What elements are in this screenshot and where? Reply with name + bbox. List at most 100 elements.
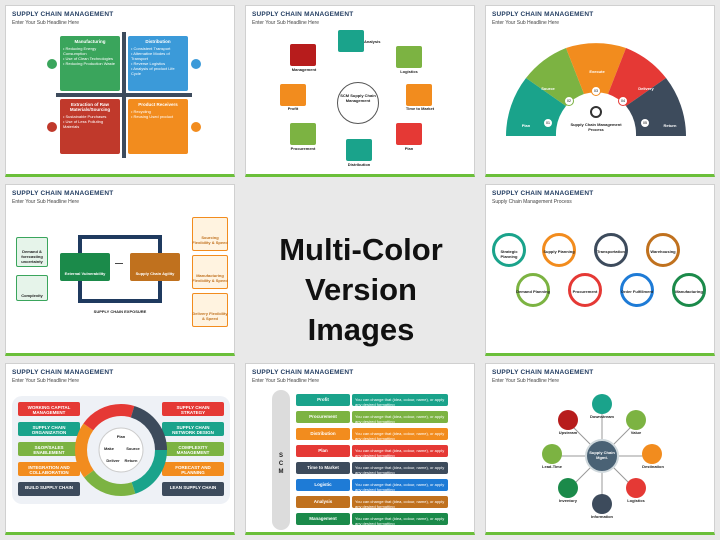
right-item-label: SUPPLY CHAIN NETWORK DESIGN <box>172 425 214 435</box>
quadrant-items: • Reducing Energy Consumption • Use of C… <box>63 46 115 66</box>
step-badge: 02 <box>564 96 574 106</box>
node-analysis <box>338 30 364 52</box>
wheel <box>75 404 167 496</box>
node-lead-time <box>542 444 562 464</box>
node-label: Downstream <box>589 414 614 419</box>
box-agility-label: Supply Chain Agility <box>135 271 175 276</box>
list-desc-text: You can change that (idea, colour, name)… <box>355 397 445 407</box>
scm-center-circle <box>337 82 379 124</box>
circle-demand-planning <box>516 273 550 307</box>
truck-icon <box>190 58 202 70</box>
list-desc: You can change that (idea, colour, name)… <box>352 496 448 509</box>
slide-subtitle: Enter Your Sub Headline Here <box>252 20 319 26</box>
step-label: Source <box>541 86 555 91</box>
slide-title: SUPPLY CHAIN MANAGEMENT <box>492 190 594 197</box>
step-label: Return <box>663 123 677 128</box>
slide-title: SUPPLY CHAIN MANAGEMENT <box>492 11 594 18</box>
list-row-label: Logistic <box>314 482 332 487</box>
slide-exposure[interactable]: SUPPLY CHAIN MANAGEMENT Enter Your Sub H… <box>5 184 235 356</box>
node-label: Analysis <box>364 39 381 44</box>
right-item: FORECAST AND PLANNING <box>162 462 224 476</box>
list-row: Logistic <box>296 479 350 491</box>
list-desc: You can change that (idea, colour, name)… <box>352 462 448 475</box>
slide-title: SUPPLY CHAIN MANAGEMENT <box>12 369 114 376</box>
slide-subtitle: Enter Your Sub Headline Here <box>492 378 559 384</box>
circle-label: Demand Planning <box>516 289 550 294</box>
node-procurement <box>290 123 316 145</box>
left-item-label: INTEGRATION AND COLLABORATION <box>28 465 70 475</box>
quadrant-title: Manufacturing <box>74 39 106 44</box>
pillar-letter: C <box>278 461 284 467</box>
node-label: Distribution <box>347 162 371 167</box>
list-desc-text: You can change that (idea, colour, name)… <box>355 482 445 492</box>
wheel-center-label: Make <box>103 446 114 451</box>
node-management <box>290 44 316 66</box>
list-row-label: Management <box>309 516 337 521</box>
step-label: Delivery <box>638 86 654 91</box>
box-delivery <box>192 293 228 327</box>
list-desc-text: You can change that (idea, colour, name)… <box>355 465 445 475</box>
slide-scm-nodes[interactable]: SUPPLY CHAIN MANAGEMENT Enter Your Sub H… <box>245 5 475 177</box>
node-label: Destination <box>642 464 664 469</box>
box-complexity <box>16 275 48 301</box>
quadrant-extraction: Extraction of Raw Materials/Sourcing • S… <box>60 99 120 154</box>
slide-title: SUPPLY CHAIN MANAGEMENT <box>12 190 114 197</box>
list-row: Profit <box>296 394 350 406</box>
list-row: Analysis <box>296 496 350 508</box>
node-label: Profit <box>287 106 299 111</box>
list-row: Procurement <box>296 411 350 423</box>
slide-quadrant[interactable]: SUPPLY CHAIN MANAGEMENT Enter Your Sub H… <box>5 5 235 177</box>
slide-strategy-wheel[interactable]: SUPPLY CHAIN MANAGEMENT Enter Your Sub H… <box>5 363 235 535</box>
right-item-label: LEAN SUPPLY CHAIN <box>169 485 217 490</box>
right-item: SUPPLY CHAIN STRATEGY <box>162 402 224 416</box>
circle-label: Manufacturing <box>675 289 703 294</box>
box-external-label: External Vulnerability <box>64 271 106 276</box>
node-label: Upstream <box>558 430 578 435</box>
node-label: Logistics <box>627 498 645 503</box>
slide-title: SUPPLY CHAIN MANAGEMENT <box>492 369 594 376</box>
node-time-to-market <box>406 84 432 106</box>
mining-icon <box>46 121 58 133</box>
node-label: Logistics <box>400 69 418 74</box>
box-agility <box>130 253 180 281</box>
box-complexity-label: Complexity <box>21 293 43 298</box>
list-row: Management <box>296 513 350 525</box>
node-label: Procurement <box>290 146 316 151</box>
right-item: LEAN SUPPLY CHAIN <box>162 482 224 496</box>
slide-subtitle: Enter Your Sub Headline Here <box>492 20 559 26</box>
list-desc: You can change that (idea, colour, name)… <box>352 513 448 526</box>
list-row-label: Distribution <box>310 431 336 436</box>
slide-subtitle: Supply Chain Management Process <box>492 199 572 205</box>
left-item: SUPPLY CHAIN ORGANIZATION <box>18 422 80 436</box>
left-item: S&OP/SALES ENABLEMENT <box>18 442 80 456</box>
pillar-letter: S <box>278 453 283 459</box>
node-profit <box>280 84 306 106</box>
box-demand-label: Demand & forecasting uncertainty <box>21 249 43 264</box>
right-item-label: COMPLEXITY MANAGEMENT <box>176 445 210 455</box>
scm-center-label: SCM Supply Chain Management <box>340 93 376 103</box>
wheel-center-label: Source <box>126 446 140 451</box>
slide-scm-list[interactable]: SUPPLY CHAIN MANAGEMENT Enter Your Sub H… <box>245 363 475 535</box>
slide-title: SUPPLY CHAIN MANAGEMENT <box>252 369 354 376</box>
quadrant-items: • Consistent Transport • Alternative Mod… <box>131 46 175 76</box>
slide-process-arc[interactable]: SUPPLY CHAIN MANAGEMENT Enter Your Sub H… <box>485 5 715 177</box>
node-distribution <box>346 139 372 161</box>
right-item-label: SUPPLY CHAIN STRATEGY <box>176 405 210 415</box>
quadrant-items: • Sustainable Purchases • Use of Less Po… <box>63 114 107 129</box>
node-upstream <box>558 410 578 430</box>
box-delivery-label: Delivery Flexibility & Speed <box>192 311 228 321</box>
left-item-label: S&OP/SALES ENABLEMENT <box>33 445 65 455</box>
minus-sign: — <box>115 259 123 268</box>
wheel-center-label: Return <box>124 458 138 463</box>
step-badge: 04 <box>618 96 628 106</box>
slide-title: SUPPLY CHAIN MANAGEMENT <box>252 11 354 18</box>
left-item-label: SUPPLY CHAIN ORGANIZATION <box>31 425 67 435</box>
slide-hub[interactable]: SUPPLY CHAIN MANAGEMENT Enter Your Sub H… <box>485 363 715 535</box>
gears-icon <box>590 106 602 118</box>
list-desc-text: You can change that (idea, colour, name)… <box>355 414 445 424</box>
node-label: Management <box>291 67 317 72</box>
left-item: INTEGRATION AND COLLABORATION <box>18 462 80 476</box>
slide-circles-process[interactable]: SUPPLY CHAIN MANAGEMENT Supply Chain Man… <box>485 184 715 356</box>
quadrant-manufacturing: Manufacturing • Reducing Energy Consumpt… <box>60 36 120 91</box>
left-item: WORKING CAPITAL MANAGEMENT <box>18 402 80 416</box>
